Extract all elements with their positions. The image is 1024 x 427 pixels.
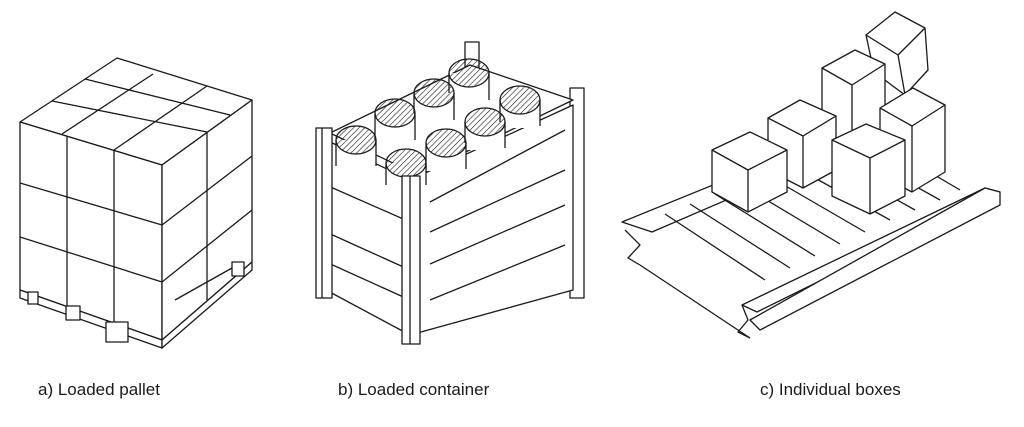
caption-loaded-pallet: a) Loaded pallet bbox=[38, 380, 160, 399]
caption-loaded-container: b) Loaded container bbox=[338, 380, 490, 399]
box-stack bbox=[711, 11, 946, 215]
loaded-pallet-drawing bbox=[19, 57, 253, 349]
loaded-container-drawing bbox=[315, 41, 585, 345]
individual-boxes-drawing bbox=[621, 11, 1001, 339]
caption-individual-boxes: c) Individual boxes bbox=[760, 380, 901, 399]
